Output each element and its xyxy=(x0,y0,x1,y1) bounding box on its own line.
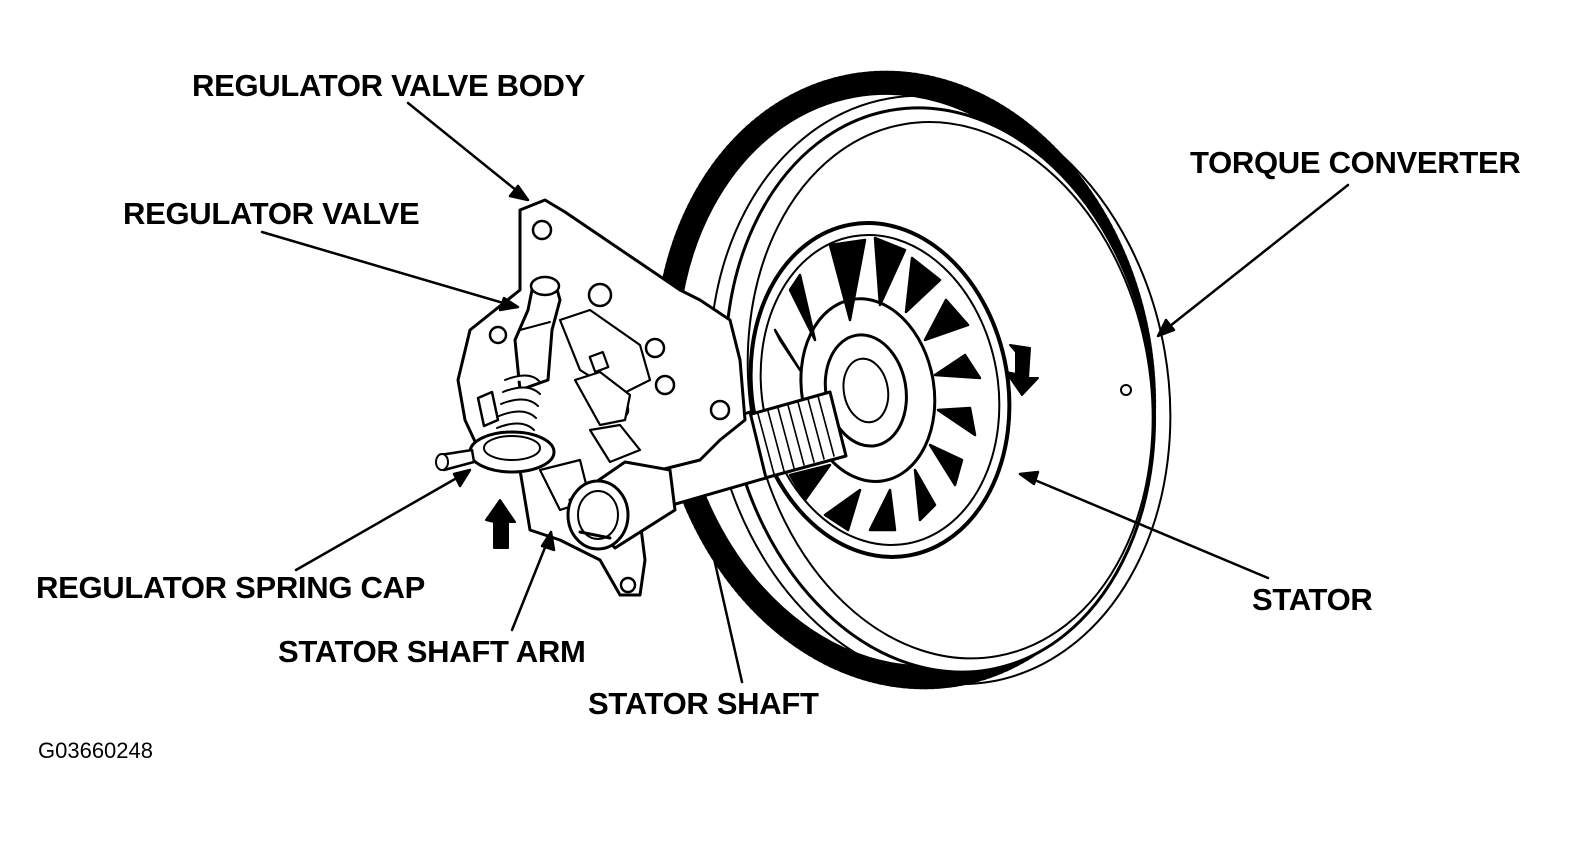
label-stator-shaft-arm: STATOR SHAFT ARM xyxy=(278,634,586,669)
label-regulator-valve-body: REGULATOR VALVE BODY xyxy=(192,68,586,103)
arrowhead xyxy=(1018,470,1040,486)
leader-torque-converter xyxy=(1163,183,1350,332)
shell-bolt-hole xyxy=(1120,384,1132,396)
leader-regulator-valve-body xyxy=(406,101,524,197)
arrowhead xyxy=(452,468,472,488)
label-torque-converter: TORQUE CONVERTER xyxy=(1190,145,1521,180)
rotation-arrow-icon xyxy=(1005,344,1039,396)
stator-blades xyxy=(773,236,982,532)
leader-regulator-valve xyxy=(260,230,512,307)
arrowhead xyxy=(695,498,712,520)
label-stator: STATOR xyxy=(1252,582,1373,617)
arrowhead xyxy=(540,530,556,552)
torque-converter-body xyxy=(653,70,1172,690)
body-bolt-holes xyxy=(488,219,731,594)
label-stator-shaft: STATOR SHAFT xyxy=(588,686,819,721)
stator-shaft-arm xyxy=(566,460,677,551)
body-passages xyxy=(538,308,652,512)
label-regulator-spring-cap: REGULATOR SPRING CAP xyxy=(36,570,425,605)
shaft-splines xyxy=(757,395,835,475)
figure-id: G03660248 xyxy=(38,738,153,763)
regulator-spring-cap xyxy=(435,390,556,474)
arrowhead xyxy=(498,296,520,312)
arrowhead xyxy=(1156,318,1176,338)
leader-stator-shaft-arm xyxy=(510,538,550,632)
leader-stator-shaft xyxy=(701,508,744,684)
push-arrow-icon xyxy=(485,499,516,549)
leader-lines xyxy=(260,101,1350,684)
leader-stator xyxy=(1028,476,1270,580)
leader-regulator-spring-cap xyxy=(294,473,464,572)
arrowhead xyxy=(508,184,530,202)
label-regulator-valve: REGULATOR VALVE xyxy=(123,196,420,231)
